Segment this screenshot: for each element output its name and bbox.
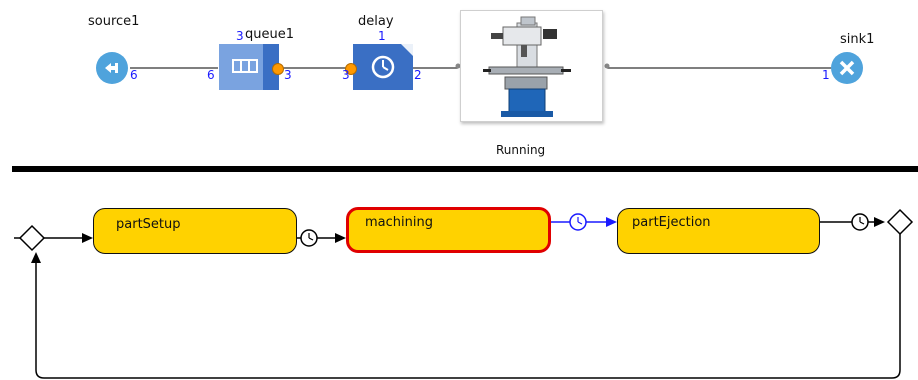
delay-in-port [345, 63, 357, 75]
clock-icon [371, 44, 413, 79]
delay-capacity: 1 [378, 29, 386, 43]
delay-in-count: 3 [342, 68, 350, 82]
machine-image[interactable] [460, 10, 603, 122]
decision-diamond-icon [886, 208, 914, 236]
enter-icon [105, 63, 118, 73]
sink-label: sink1 [840, 32, 875, 47]
source-out-count: 6 [130, 68, 138, 82]
state-label: machining [365, 215, 433, 230]
queue-out-count: 3 [284, 68, 292, 82]
machine-status: Running [496, 143, 546, 157]
state-machining[interactable]: machining [346, 207, 551, 253]
state-partsetup[interactable]: partSetup [93, 208, 297, 254]
queue-icon [232, 59, 258, 73]
source-label: source1 [88, 14, 140, 29]
port-dot [604, 63, 610, 69]
state-label: partEjection [632, 215, 711, 230]
exit-icon [839, 60, 855, 76]
loop-transition [35, 234, 901, 379]
state-partejection[interactable]: partEjection [617, 208, 820, 254]
decision-diamond-icon [18, 224, 46, 252]
separator-bar [12, 166, 918, 172]
queue-label: queue1 [245, 27, 294, 42]
queue-block[interactable] [219, 44, 279, 90]
queue-out-port [272, 63, 284, 75]
source-block[interactable] [96, 52, 128, 84]
delay-label: delay [358, 14, 394, 29]
queue-size: 3 [236, 29, 244, 43]
delay-out-count: 2 [414, 68, 422, 82]
sink-block[interactable] [831, 52, 863, 84]
queue-in-count: 6 [207, 68, 215, 82]
state-label: partSetup [116, 217, 181, 232]
delay-block[interactable] [353, 44, 413, 90]
sink-in-count: 1 [822, 68, 830, 82]
port-dot [455, 63, 461, 69]
